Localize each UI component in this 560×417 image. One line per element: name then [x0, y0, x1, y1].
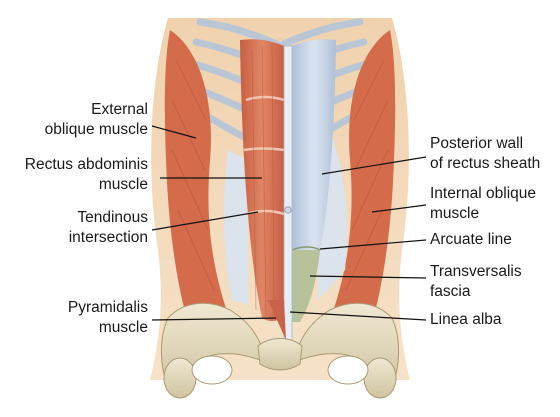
- leader-external-oblique: [151, 125, 197, 139]
- leader-arcuate-line: [319, 239, 427, 250]
- label-transversalis-fascia: Transversalis fascia: [430, 263, 522, 300]
- transversalis-fascia-region: [292, 250, 320, 322]
- leader-internal-oblique: [371, 204, 427, 213]
- external-oblique-right: [330, 30, 396, 330]
- umbilicus: [284, 206, 292, 214]
- external-oblique-left: [164, 30, 230, 330]
- aponeurosis-left: [223, 150, 248, 305]
- pyramidalis-muscle: [268, 300, 286, 340]
- label-internal-oblique: Internal oblique muscle: [430, 185, 536, 222]
- label-rectus-abdominis: Rectus abdominis muscle: [24, 156, 148, 193]
- leader-linea-alba: [289, 311, 427, 321]
- leader-posterior-wall: [321, 156, 427, 175]
- posterior-rectus-sheath: [292, 39, 336, 250]
- label-tendinous-intersection: Tendinous intersection: [68, 209, 148, 246]
- leader-transversalis-fascia: [309, 275, 427, 279]
- label-linea-alba: Linea alba: [430, 311, 502, 328]
- label-pyramidalis: Pyramidalis muscle: [67, 299, 148, 336]
- label-posterior-wall: Posterior wall of rectus sheath: [430, 135, 541, 172]
- label-external-oblique: External oblique muscle: [44, 101, 148, 138]
- leader-tendinous-intersection: [151, 211, 259, 231]
- rectus-abdominis-left: [240, 39, 284, 321]
- linea-alba-band: [283, 45, 293, 341]
- leader-pyramidalis: [151, 317, 277, 321]
- arcuate-line-curve: [291, 246, 321, 251]
- label-arcuate-line: Arcuate line: [430, 231, 512, 248]
- pelvis: [160, 302, 400, 399]
